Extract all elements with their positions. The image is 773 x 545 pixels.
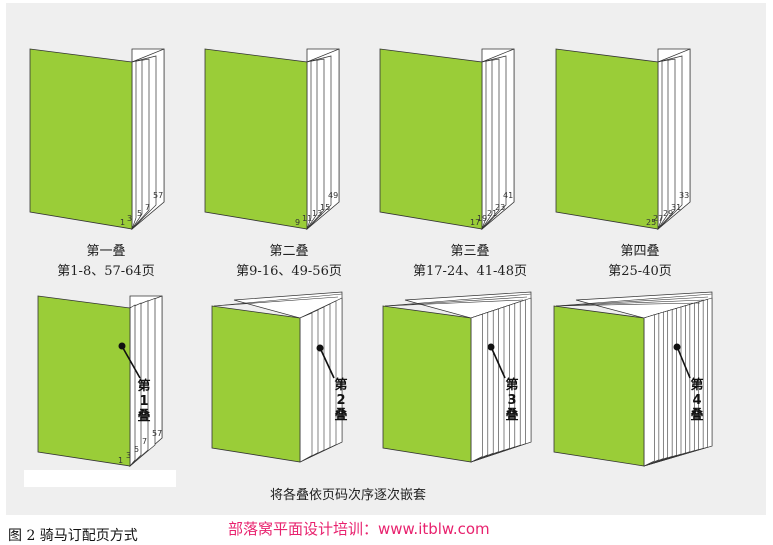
signature-4-pages: 第25-40页 — [608, 264, 672, 279]
page-number: 7 — [142, 437, 147, 446]
nested-booklet-2 — [211, 291, 343, 463]
page-top-edge — [213, 293, 343, 307]
inner-page — [306, 60, 312, 230]
marker-arrow — [320, 349, 335, 379]
inner-page — [129, 304, 136, 467]
page-number: 7 — [145, 203, 150, 212]
page-top-edge — [384, 296, 528, 307]
marker-arrow — [122, 347, 141, 379]
green-cover — [37, 295, 131, 467]
marker-dot — [316, 344, 324, 352]
green-cover — [555, 48, 659, 230]
page-number: 33 — [679, 191, 689, 200]
page-top-edge — [384, 299, 524, 307]
signature-2-pages: 第9-16、49-56页 — [236, 264, 342, 279]
page-top-edge — [555, 293, 713, 307]
signature-1-pages: 第1-8、57-64页 — [57, 264, 155, 279]
page-number: 17 — [470, 218, 480, 227]
page-number: 3 — [126, 451, 131, 460]
marker-dot — [487, 343, 495, 351]
page-number: 15 — [320, 203, 330, 212]
blank-label-bar — [24, 470, 176, 487]
nested-booklet-4 — [553, 291, 713, 467]
marker-dot — [118, 342, 126, 350]
green-cover — [382, 305, 472, 463]
green-cover — [379, 48, 483, 230]
inner-page — [299, 312, 313, 463]
page-number: 23 — [495, 203, 505, 212]
page-number: 57 — [153, 191, 163, 200]
nested-booklet-3 — [382, 291, 532, 463]
page-number: 19 — [477, 214, 487, 223]
nesting-instruction: 将各叠依页码次序逐次嵌套 — [269, 488, 427, 503]
page-top-edge — [384, 293, 532, 307]
signature-2-name: 第二叠 — [269, 244, 309, 259]
page-number: 5 — [134, 445, 139, 454]
page-number: 11 — [302, 214, 312, 223]
page-number: 5 — [137, 209, 142, 218]
green-cover — [204, 48, 308, 230]
page-number: 13 — [312, 209, 322, 218]
inner-page — [470, 313, 483, 463]
inner-page — [131, 60, 137, 230]
inner-page — [657, 60, 663, 230]
marker-arrow — [677, 348, 691, 379]
page-number: 1 — [118, 456, 123, 465]
page-number: 21 — [487, 209, 497, 218]
page-number: 31 — [671, 203, 681, 212]
page-number: 57 — [152, 429, 162, 438]
watermark-text: 部落窝平面设计培训：www.itblw.com — [228, 520, 490, 538]
marker-dot — [673, 343, 681, 351]
page-top-edge — [555, 296, 709, 307]
page-top-edge — [555, 302, 701, 307]
figure-caption: 图 2 骑马订配页方式 — [8, 528, 138, 544]
page-number: 49 — [328, 191, 338, 200]
green-cover — [553, 305, 645, 467]
signature-3-pages: 第17-24、41-48页 — [413, 264, 527, 279]
marker-arrow — [491, 348, 506, 379]
page-number: 9 — [295, 218, 300, 227]
page-top-edge — [213, 296, 339, 307]
inner-page — [643, 314, 655, 467]
signature-4-name: 第四叠 — [620, 244, 660, 259]
page-top-edge — [555, 299, 705, 307]
inner-page — [481, 60, 487, 230]
page-number: 1 — [120, 218, 125, 227]
page-number: 27 — [653, 214, 663, 223]
green-cover — [211, 305, 301, 463]
page-number: 3 — [127, 214, 132, 223]
page-number: 29 — [663, 209, 673, 218]
green-cover — [29, 48, 133, 230]
signature-1-name: 第一叠 — [86, 244, 126, 259]
page-number: 41 — [503, 191, 513, 200]
signature-3-name: 第三叠 — [450, 244, 490, 259]
page-number: 25 — [646, 218, 656, 227]
